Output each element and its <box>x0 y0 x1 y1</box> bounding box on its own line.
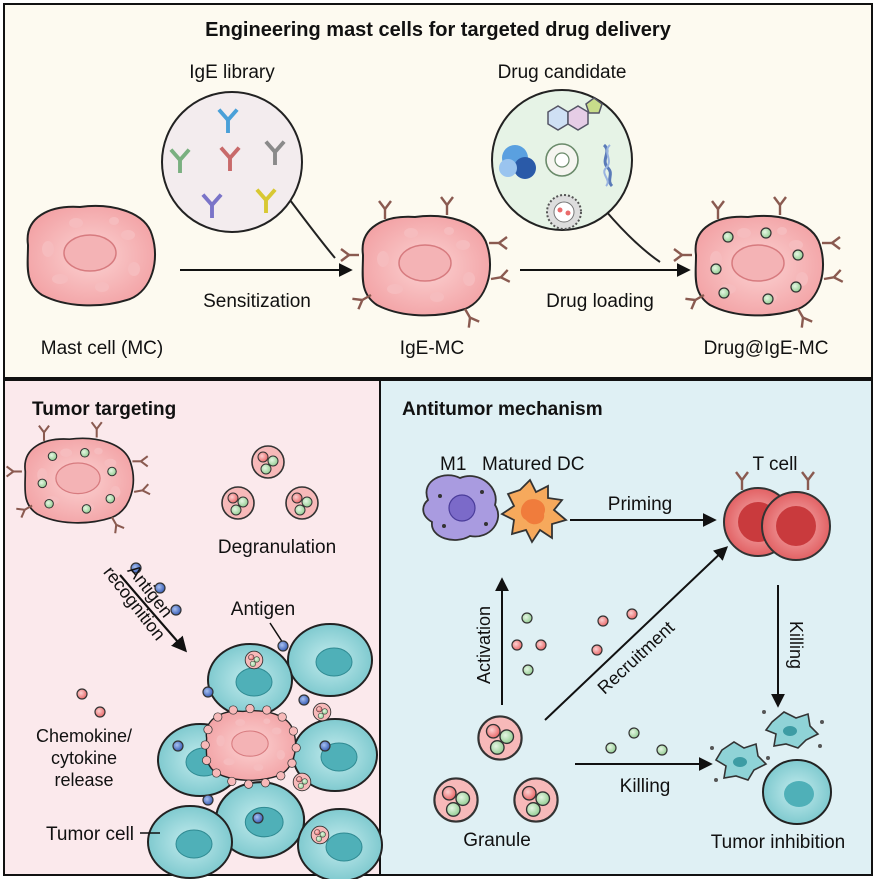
top-panel <box>3 3 873 379</box>
nucleic-acid-icon <box>602 143 614 188</box>
antigen-pointer <box>269 622 284 644</box>
antibody-icon <box>201 193 223 218</box>
right-panel-title: Antitumor mechanism <box>402 399 603 420</box>
killing-vertical-label: Killing <box>786 621 806 669</box>
ige-library-bubble <box>161 91 336 259</box>
killing-horizontal-label: Killing <box>620 776 671 797</box>
protein-icon <box>499 145 536 179</box>
dying-tumor-cells <box>710 710 832 825</box>
antibody-icon <box>264 140 286 165</box>
chemokine-label-line1: Chemokine/ <box>36 726 132 746</box>
mast-cell <box>26 205 157 307</box>
left-panel-title: Tumor targeting <box>32 399 176 420</box>
activation-label: Activation <box>474 606 494 684</box>
nanoparticle-icon <box>545 143 579 177</box>
priming-label: Priming <box>608 494 672 515</box>
antigen-label: Antigen <box>231 599 295 620</box>
liposome-icon <box>546 194 582 230</box>
top-panel-title: Engineering mast cells for targeted drug… <box>205 19 672 41</box>
mast-cell-label: Mast cell (MC) <box>41 338 163 359</box>
antibody-icon <box>219 146 241 171</box>
small-molecule-icon <box>547 97 603 131</box>
m1-label: M1 <box>440 454 466 475</box>
recruitment-arrow <box>544 546 729 721</box>
antigen-recognition-arrow <box>119 574 188 653</box>
degranulation-label: Degranulation <box>218 537 336 558</box>
granule-label: Granule <box>463 830 531 851</box>
matured-dendritic-cell <box>500 478 568 544</box>
t-cells <box>723 470 831 561</box>
tumor-cluster <box>147 623 383 879</box>
chemokine-label-line2: cytokine <box>51 748 117 768</box>
tumor-inhibition-label: Tumor inhibition <box>711 832 845 853</box>
matured-dc-label: Matured DC <box>482 454 584 475</box>
tumor-cell-label: Tumor cell <box>46 824 134 845</box>
drug-loading-label: Drug loading <box>546 291 654 312</box>
antibody-icon <box>169 148 191 173</box>
drug-candidate-label: Drug candidate <box>498 62 627 83</box>
t-cell-label: T cell <box>752 454 797 475</box>
chemokine-label-line3: release <box>54 770 113 790</box>
ige-mc-label: IgE-MC <box>400 338 464 359</box>
ige-library-label: IgE library <box>189 62 275 83</box>
drug-ige-mc-label: Drug@IgE-MC <box>704 338 829 359</box>
sensitization-label: Sensitization <box>203 291 311 312</box>
antibody-icon <box>255 188 277 213</box>
antibody-icon <box>217 108 239 133</box>
m1-macrophage <box>422 474 500 541</box>
drug-candidate-bubble <box>491 89 661 263</box>
